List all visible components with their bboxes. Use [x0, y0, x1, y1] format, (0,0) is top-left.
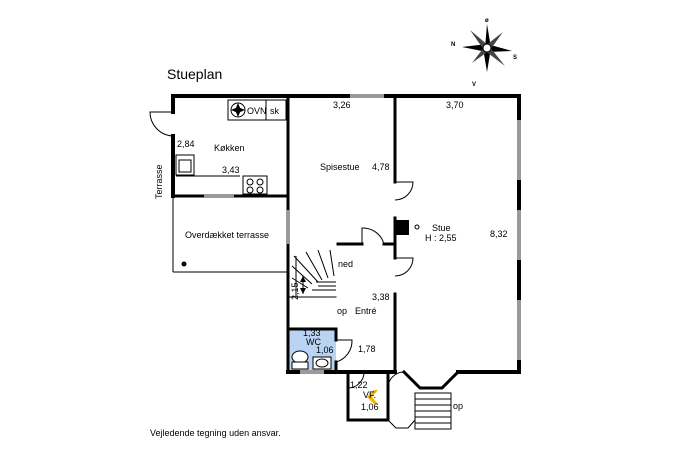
stairs-down-label: ned: [338, 259, 353, 269]
post-icon: [181, 261, 187, 267]
stair-arrow-icon: [300, 276, 306, 294]
entrance-length: 3,38: [372, 292, 390, 302]
compass-west: V: [472, 82, 476, 88]
wc-name: WC: [306, 337, 321, 347]
outside-stairs: [387, 392, 452, 430]
kitchen-name: Køkken: [214, 143, 245, 153]
fridge-label: sk: [270, 106, 280, 116]
living-length: 8,32: [490, 229, 508, 239]
entrance-arrow-icon: [367, 390, 378, 404]
dining-length: 4,78: [372, 162, 390, 172]
disclaimer: Vejledende tegning uden ansvar.: [150, 428, 281, 438]
entrance-name: Entré: [355, 306, 377, 316]
kitchen-length: 3,43: [222, 165, 240, 175]
wc-width: 1,06: [316, 345, 334, 355]
kitchen-width: 2,84: [177, 139, 195, 149]
sink-icon: [178, 159, 192, 173]
terrace-name: Terrasse: [154, 164, 164, 199]
compass-icon: N S ø V: [451, 18, 517, 88]
wc-length: 1,33: [303, 328, 321, 338]
vestibule-length: 1,22: [350, 380, 368, 390]
outside-stairs-up-label: op: [453, 401, 463, 411]
dining-width: 3,26: [333, 100, 351, 110]
vestibule-width: 1,06: [361, 402, 379, 412]
doors: [149, 111, 414, 389]
living-height: H : 2,55: [425, 233, 457, 243]
compass-south: S: [513, 55, 517, 61]
interior-stairs: [291, 249, 336, 297]
living-width: 3,70: [446, 100, 464, 110]
covered-terrace-outline: [172, 196, 288, 273]
oven-fan-icon: [230, 102, 246, 118]
stove-icon: [246, 178, 264, 194]
stove-pipe-icon: [414, 224, 420, 230]
stairs-up-label: op: [337, 306, 347, 316]
oven-label-visible: OVN: [247, 106, 267, 116]
fireplace-icon: [395, 220, 409, 235]
vestibule-name: VF.: [363, 390, 376, 400]
entrance-width: 1,78: [358, 344, 376, 354]
windows: [204, 94, 521, 374]
covered-terrace-name: Overdækket terrasse: [185, 230, 269, 240]
kitchen-counter: [175, 99, 287, 195]
stairs-width: 2,15: [290, 282, 300, 300]
compass-north: N: [451, 42, 455, 48]
plan-title: Stueplan: [167, 66, 222, 82]
dining-name: Spisestue: [320, 162, 360, 172]
wc-sink-icon: [312, 356, 332, 370]
toilet-icon: [291, 350, 309, 370]
compass-east: ø: [485, 18, 489, 24]
living-name: Stue: [432, 223, 451, 233]
